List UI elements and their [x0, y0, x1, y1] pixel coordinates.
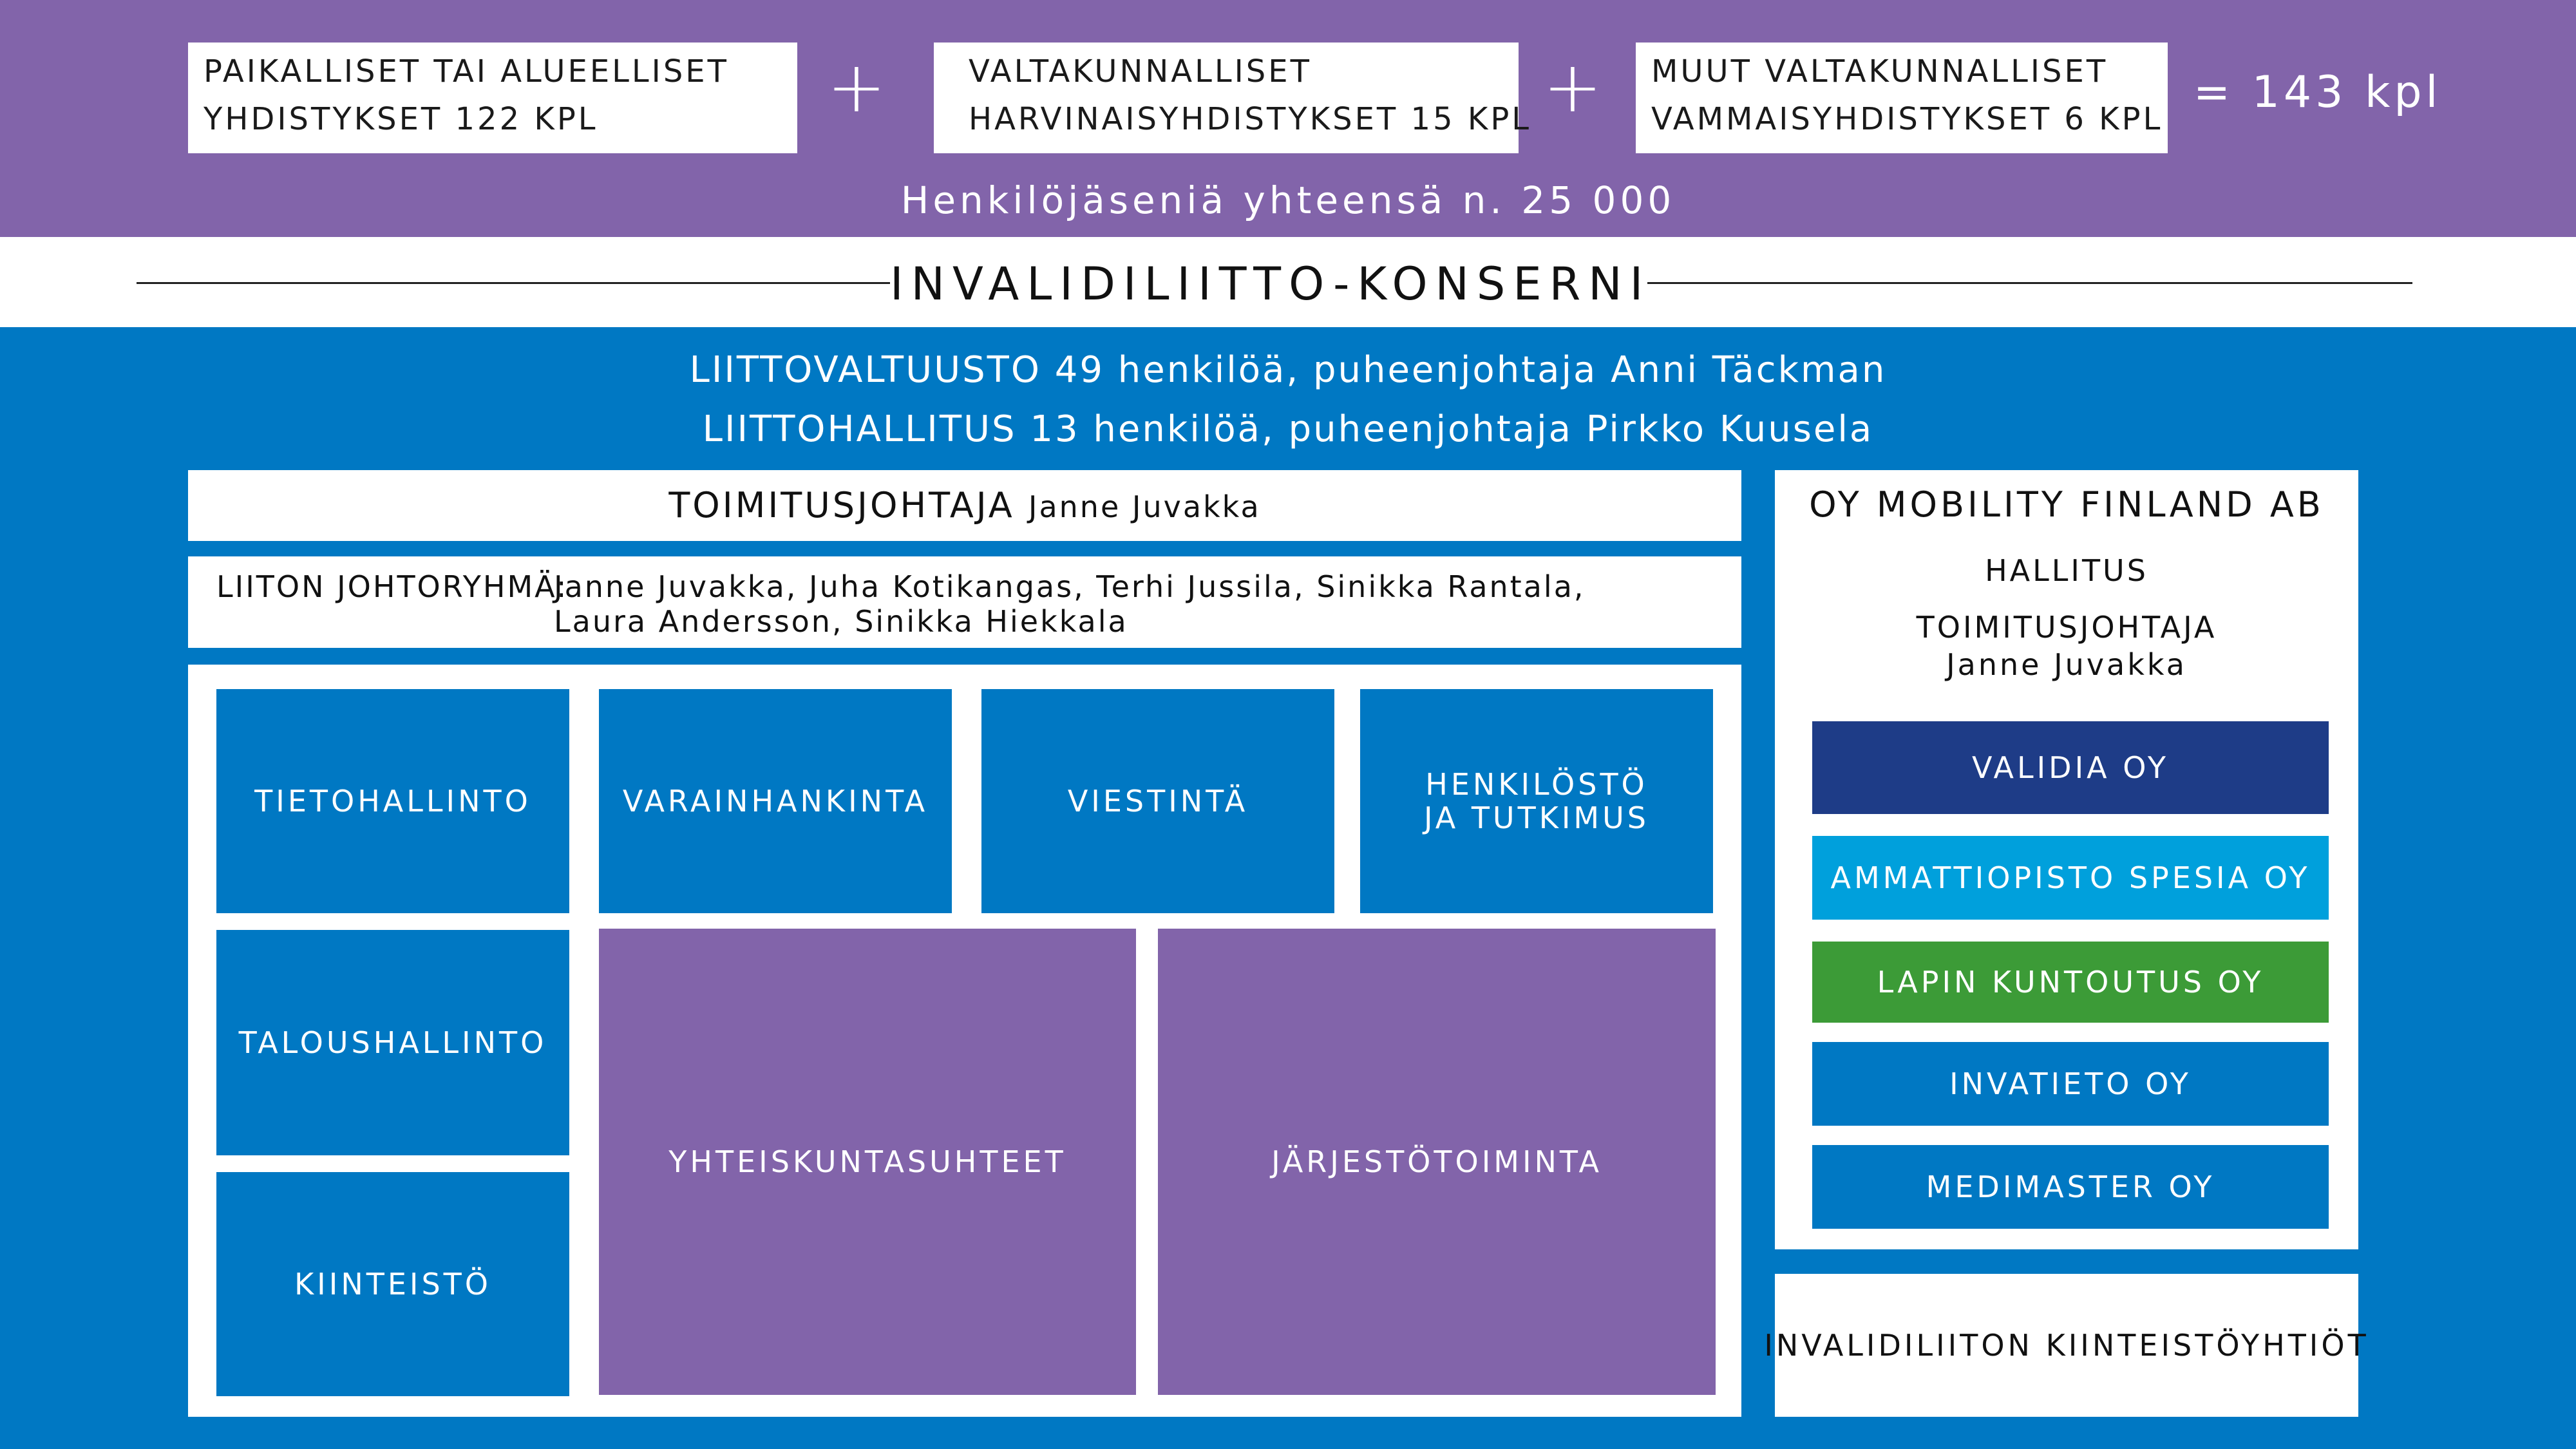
mobility-ceo-name: Janne Juvakka — [1946, 647, 2187, 682]
plus-sign-2: + — [1542, 46, 1603, 128]
title-rule-left — [137, 282, 890, 284]
unit-varainhankinta: VARAINHANKINTA — [599, 689, 952, 913]
executive-group-label: LIITON JOHTORYHMÄ: — [216, 569, 569, 604]
unit-tietohallinto: TIETOHALLINTO — [216, 689, 569, 913]
ceo-bar: TOIMITUSJOHTAJA Janne Juvakka — [188, 470, 1741, 541]
rare-disease-associations-line1: VALTAKUNNALLISET — [969, 53, 1312, 90]
executive-group-members-line2: Laura Andersson, Sinikka Hiekkala — [554, 604, 1128, 639]
mobility-board-label: HALLITUS — [1985, 553, 2148, 588]
unit-kiinteisto: KIINTEISTÖ — [216, 1172, 569, 1396]
real-estate-companies-label: INVALIDILIITON KIINTEISTÖYHTIÖT — [1764, 1328, 2369, 1363]
unit-henkilosto-line2: JA TUTKIMUS — [1423, 800, 1649, 835]
unit-viestinta: VIESTINTÄ — [981, 689, 1334, 913]
other-disability-associations-line2: VAMMAISYHDISTYKSET 6 KPL — [1651, 101, 2163, 137]
mobility-finland-title: OY MOBILITY FINLAND AB — [1809, 484, 2324, 525]
unit-henkilosto-line1: HENKILÖSTÖ — [1425, 767, 1648, 802]
group-title: INVALIDILIITTO-KONSERNI — [890, 258, 1651, 310]
executive-group-members-line1: Janne Juvakka, Juha Kotikangas, Terhi Ju… — [554, 569, 1586, 604]
real-estate-companies-box: INVALIDILIITON KIINTEISTÖYHTIÖT — [1764, 1274, 2366, 1417]
local-associations-line1: PAIKALLISET TAI ALUEELLISET — [204, 53, 729, 90]
company-invatieto: INVATIETO OY — [1812, 1042, 2329, 1126]
mobility-ceo-title: TOIMITUSJOHTAJA — [1916, 610, 2217, 645]
federal-board-line: LIITTOHALLITUS 13 henkilöä, puheenjohtaj… — [702, 408, 1874, 450]
ceo-name: Janne Juvakka — [1028, 489, 1261, 524]
company-validia: VALIDIA OY — [1812, 721, 2329, 814]
ceo-title: TOIMITUSJOHTAJA — [668, 485, 1015, 526]
company-lapin-kuntoutus: LAPIN KUNTOUTUS OY — [1812, 942, 2329, 1023]
unit-henkilosto-ja-tutkimus: HENKILÖSTÖ JA TUTKIMUS — [1360, 689, 1713, 913]
local-associations-line2: YHDISTYKSET 122 KPL — [204, 101, 598, 137]
rare-disease-associations-box: VALTAKUNNALLISET HARVINAISYHDISTYKSET 15… — [934, 43, 1532, 153]
company-ammattiopisto-spesia: AMMATTIOPISTO SPESIA OY — [1812, 836, 2329, 920]
company-medimaster: MEDIMASTER OY — [1812, 1145, 2329, 1229]
federal-council-line: LIITTOVALTUUSTO 49 henkilöä, puheenjohta… — [689, 349, 1887, 391]
other-disability-associations-line1: MUUT VALTAKUNNALLISET — [1651, 53, 2108, 90]
rare-disease-associations-line2: HARVINAISYHDISTYKSET 15 KPL — [969, 101, 1532, 137]
unit-jarjestotoiminta: JÄRJESTÖTOIMINTA — [1158, 929, 1716, 1395]
executive-group-bar: LIITON JOHTORYHMÄ: Janne Juvakka, Juha K… — [188, 556, 1741, 648]
unit-taloushallinto: TALOUSHALLINTO — [216, 930, 569, 1155]
individual-members-total: Henkilöjäseniä yhteensä n. 25 000 — [900, 178, 1676, 222]
local-associations-box: PAIKALLISET TAI ALUEELLISET YHDISTYKSET … — [188, 43, 797, 153]
total-associations: = 143 kpl — [2193, 67, 2442, 118]
title-rule-right — [1647, 282, 2412, 284]
other-disability-associations-box: MUUT VALTAKUNNALLISET VAMMAISYHDISTYKSET… — [1636, 43, 2168, 153]
plus-sign-1: + — [826, 46, 887, 128]
unit-yhteiskuntasuhteet: YHTEISKUNTASUHTEET — [599, 929, 1136, 1395]
